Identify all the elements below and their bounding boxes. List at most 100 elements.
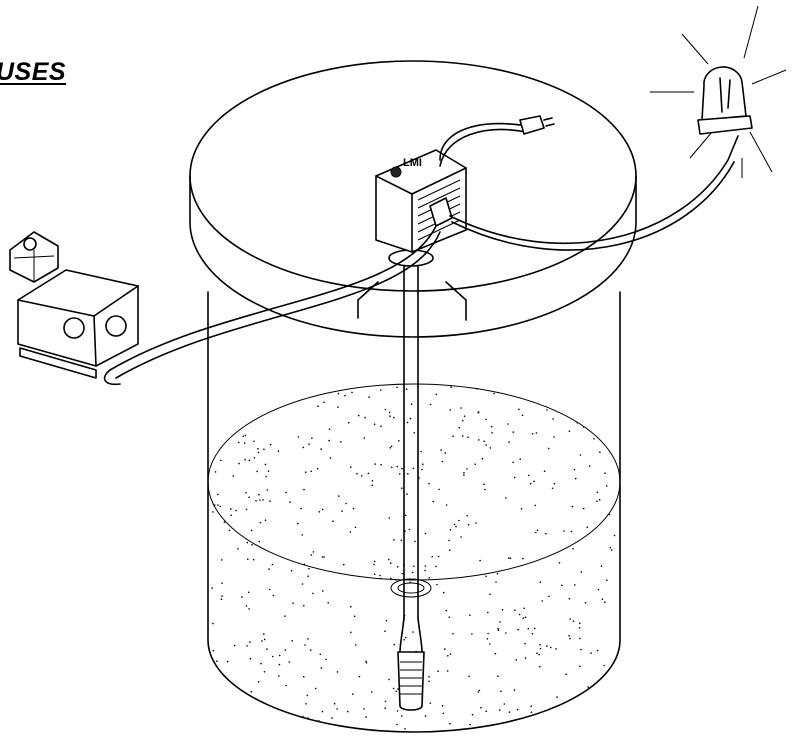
stipple-dot	[521, 414, 524, 417]
stipple-dot	[517, 628, 519, 631]
stipple-dot	[608, 513, 611, 516]
stipple-dot	[404, 514, 407, 517]
stipple-dot	[553, 482, 556, 485]
stipple-dot	[429, 403, 432, 406]
pump-base	[19, 347, 97, 379]
stipple-dot	[460, 407, 462, 409]
stipple-dot	[601, 598, 604, 600]
beacon-dome	[701, 66, 747, 121]
stipple-dot	[380, 463, 382, 466]
stipple-dot	[328, 428, 331, 431]
stipple-dot	[412, 631, 414, 633]
stipple-dot	[263, 638, 266, 641]
stipple-dot	[309, 649, 312, 651]
stipple-dot	[259, 521, 262, 524]
stipple-dot	[312, 592, 314, 595]
stipple-dot	[291, 713, 293, 715]
stipple-dot	[384, 408, 387, 411]
stipple-dot	[303, 563, 306, 566]
pump-knob	[63, 317, 85, 339]
stipple-dot	[449, 722, 451, 725]
stipple-dot	[574, 477, 577, 480]
stipple-dot	[257, 451, 260, 454]
stipple-dot	[325, 658, 327, 661]
stipple-dot	[530, 711, 533, 713]
stipple-dot	[452, 633, 454, 635]
stipple-dot	[361, 475, 363, 477]
stipple-dot	[247, 558, 249, 560]
stipple-dot	[600, 565, 603, 567]
stipple-dot	[450, 386, 452, 389]
stipple-dot	[604, 601, 606, 603]
stipple-dot	[500, 690, 502, 692]
stipple-dot	[401, 487, 403, 490]
stipple-dot	[579, 637, 581, 640]
stipple-dot	[384, 700, 387, 703]
stipple-dot	[405, 636, 407, 639]
stipple-dot	[573, 468, 576, 471]
stipple-dot	[407, 472, 409, 475]
stipple-dot	[248, 608, 250, 610]
stipple-dot	[530, 705, 532, 707]
stipple-dot	[435, 565, 437, 568]
stipple-dot	[531, 433, 534, 435]
stipple-dot	[388, 411, 391, 414]
stipple-dot	[301, 534, 304, 536]
stipple-dot	[568, 597, 571, 600]
stipple-dot	[217, 504, 219, 506]
stipple-dot	[489, 593, 491, 595]
stipple-dot	[238, 441, 240, 444]
stipple-dot	[563, 530, 565, 532]
stipple-dot	[458, 426, 461, 429]
stipple-dot	[587, 686, 589, 688]
stipple-dot	[478, 689, 481, 692]
stipple-dot	[534, 627, 536, 630]
stipple-dot	[514, 609, 516, 611]
stipple-dot	[363, 437, 366, 439]
stipple-dot	[320, 667, 323, 669]
stipple-dot	[535, 432, 538, 434]
stipple-dot	[522, 617, 525, 619]
stipple-dot	[398, 440, 400, 442]
stipple-dot	[266, 489, 269, 491]
stipple-dot	[266, 648, 268, 650]
tank-wall	[207, 291, 621, 733]
stipple-dot	[448, 539, 450, 542]
stipple-dot	[265, 475, 267, 478]
stipple-dot	[471, 633, 473, 635]
stipple-dot	[230, 514, 232, 516]
stipple-dot	[413, 432, 416, 434]
stipple-dot	[238, 462, 240, 465]
stipple-dot	[318, 511, 321, 513]
stipple-dot	[539, 644, 541, 646]
stipple-dot	[262, 499, 264, 501]
stipple-dot	[397, 688, 399, 690]
stipple-dot	[393, 539, 395, 541]
stipple-dot	[469, 723, 471, 726]
stipple-dot	[396, 723, 398, 726]
stipple-dot	[396, 710, 399, 712]
stipple-dot	[380, 389, 382, 391]
stipple-dot	[590, 652, 592, 654]
stipple-dot	[546, 645, 548, 647]
stipple-dot	[316, 468, 319, 470]
stipple-dot	[604, 472, 606, 475]
stipple-dot	[371, 484, 374, 487]
stipple-dot	[321, 556, 324, 558]
stipple-dot	[561, 584, 563, 587]
stipple-dot	[373, 560, 376, 563]
lid-rim	[189, 175, 637, 292]
stipple-dot	[212, 622, 214, 625]
stipple-dot	[593, 438, 595, 440]
stipple-dot	[446, 670, 449, 672]
cables	[103, 115, 739, 386]
stipple-dot	[545, 533, 547, 535]
stipple-dot	[469, 614, 471, 616]
stipple-dot	[497, 629, 500, 631]
stipple-dot	[363, 708, 365, 710]
stipple-dot	[529, 482, 532, 485]
stipple-dot	[263, 633, 265, 635]
stipple-dot	[368, 396, 370, 399]
stipple-dot	[290, 569, 293, 572]
stipple-dot	[501, 608, 504, 611]
